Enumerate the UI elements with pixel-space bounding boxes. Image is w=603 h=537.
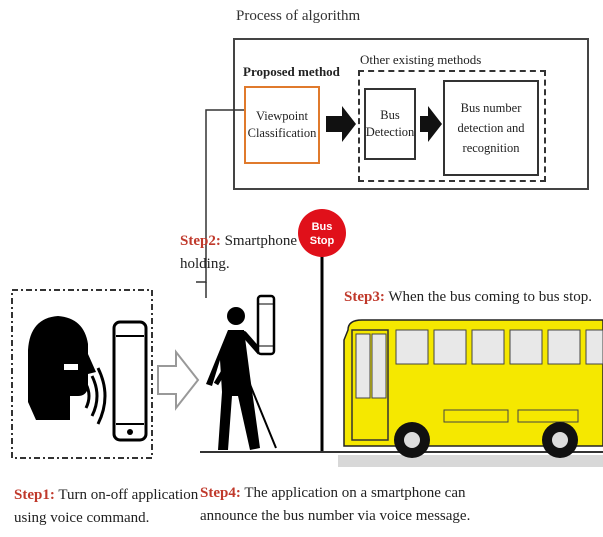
step2-text: Smartphone holding. [180,233,298,273]
step3-caption: Step3: When the bus coming to bus stop. [344,286,594,309]
connector-line [196,109,244,283]
smartphone-icon [112,320,148,442]
viewpoint-line2: Classification [247,126,317,140]
other-methods-label: Other existing methods [360,52,482,67]
step4-text: The application on a smartphone can anno… [200,485,471,525]
step1-box [11,289,153,459]
proposed-method-label: Proposed method [243,64,340,79]
step4-label: Step4: [200,485,241,501]
bus-stop-line1: Bus [312,221,333,233]
bus-number-line1: Bus number [460,101,522,115]
sound-waves-icon [84,367,107,425]
step2-caption: Step2: Smartphone holding. [180,230,320,277]
arrow-right-icon [326,106,356,142]
arrow-right-icon [420,106,442,142]
process-box [233,38,589,190]
speaking-head-icon [28,316,96,420]
bus-number-line2: detection and [457,121,525,135]
blind-person-icon [206,294,277,450]
bus-number-line3: recognition [462,141,520,155]
bus-number-recognition-box: Bus number detection and recognition [443,80,539,176]
step2-label: Step2: [180,233,221,249]
arrow-right-icon [157,349,200,411]
road [338,455,603,467]
bus-stop-sign-icon: Bus Stop [298,209,346,452]
bus-icon [343,319,603,458]
bus-stop-line2: Stop [310,235,335,247]
other-methods-box [358,70,546,182]
step1-caption: Step1: Turn on-off application using voi… [14,484,204,531]
process-title: Process of algorithm [236,8,361,24]
step1-text: Turn on-off application using voice comm… [14,487,199,527]
viewpoint-line1: Viewpoint [255,108,309,123]
bus-detection-line1: Bus [380,107,400,122]
step1-label: Step1: [14,487,55,503]
step4-caption: Step4: The application on a smartphone c… [200,482,480,529]
bus-detection-line2: Detection [365,125,415,139]
step3-label: Step3: [344,289,385,305]
step3-text: When the bus coming to bus stop. [384,289,593,305]
